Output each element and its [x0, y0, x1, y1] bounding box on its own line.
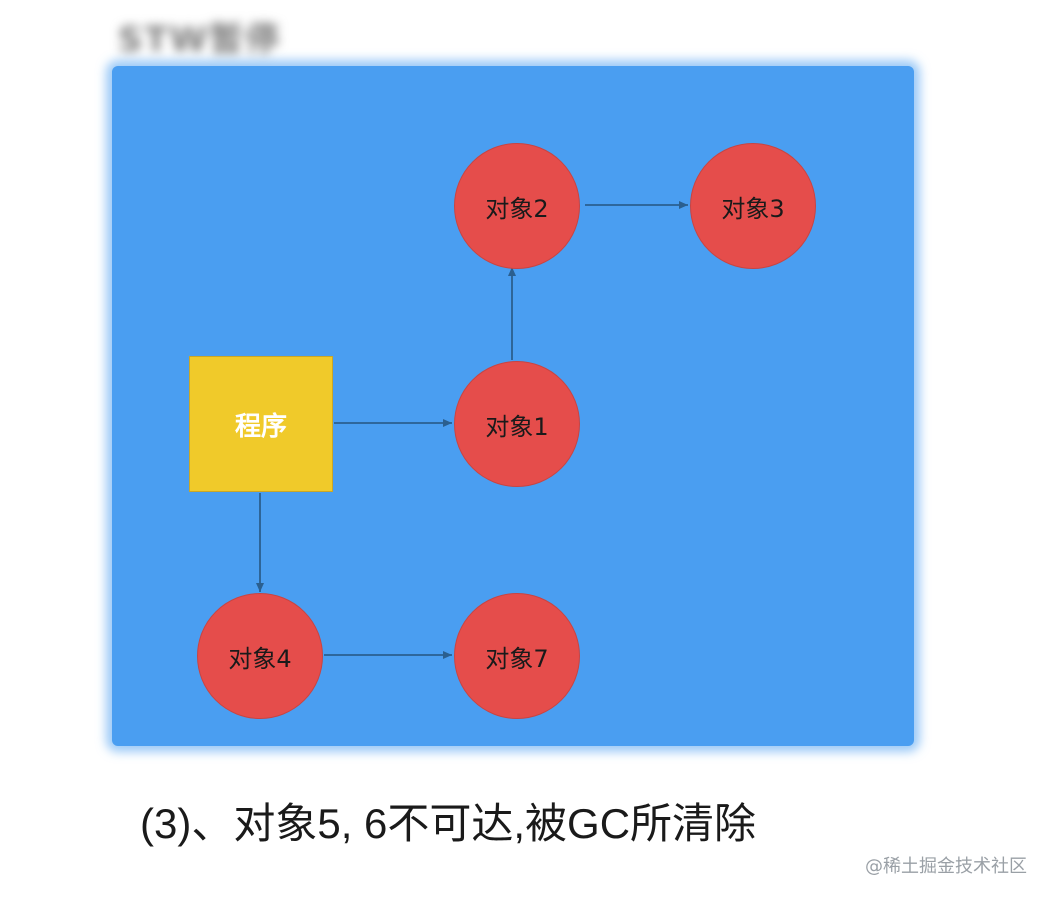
object-4-label: 对象4	[228, 644, 292, 673]
watermark: @稀土掘金技术社区	[865, 856, 1027, 877]
object-2-node: 对象2	[454, 143, 580, 269]
object-3-node: 对象3	[690, 143, 816, 269]
object-2-label: 对象2	[485, 194, 549, 223]
diagram-caption: (3)、对象5, 6不可达,被GC所清除	[140, 800, 757, 847]
program-node: 程序	[189, 356, 333, 492]
object-1-label: 对象1	[485, 412, 549, 441]
object-1-node: 对象1	[454, 361, 580, 487]
object-4-node: 对象4	[197, 593, 323, 719]
object-3-label: 对象3	[721, 194, 785, 223]
program-label: 程序	[234, 411, 287, 442]
object-7-label: 对象7	[485, 644, 549, 673]
blurred-title: STW暂停	[118, 20, 282, 60]
object-7-node: 对象7	[454, 593, 580, 719]
